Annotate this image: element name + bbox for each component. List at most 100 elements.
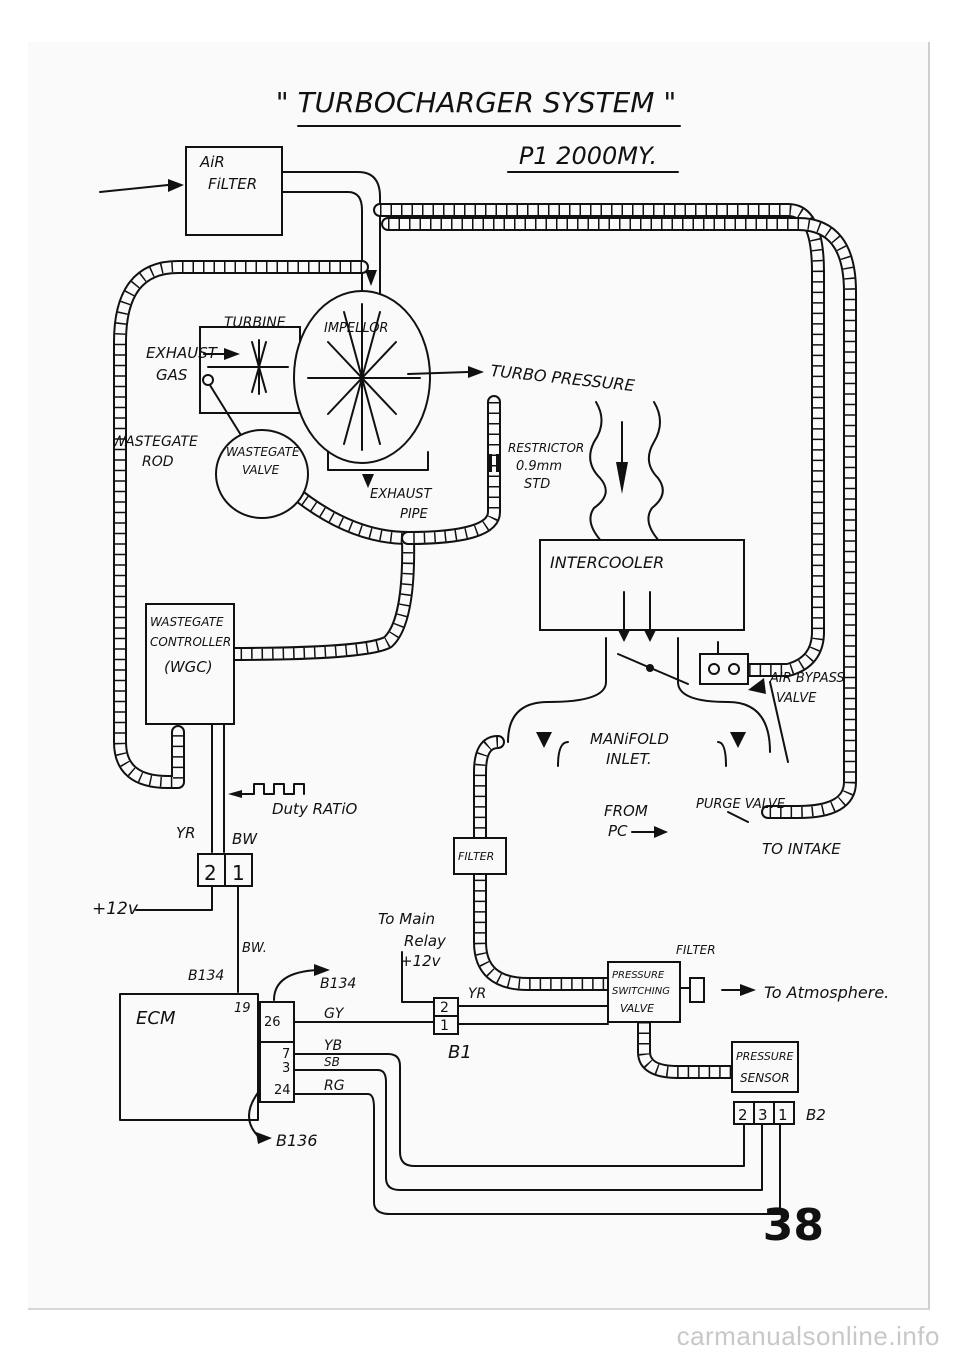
- wire-bw-top: BW: [232, 830, 258, 848]
- purge-valve: PURGE VALVE: [696, 797, 786, 823]
- relay-pin-2: 2: [440, 1000, 449, 1016]
- ecm-pin-7: 7: [282, 1047, 290, 1062]
- intercooler: INTERCOOLER: [539, 539, 745, 642]
- manifold-arrow-left-icon: [536, 732, 552, 748]
- turbine-housing: TURBINE: [199, 315, 301, 414]
- relay-label-3: +12v: [400, 952, 442, 970]
- hose-outer-to-intake: [381, 217, 857, 819]
- ecm-b134-right: B134: [320, 976, 356, 992]
- hose-filter-to-bypass: [373, 203, 825, 677]
- sensor-label-1: PRESSURE: [736, 1050, 793, 1063]
- hose-pc-filter: [473, 735, 615, 991]
- sensor-b2: B2: [806, 1106, 826, 1124]
- exhaust-gas-label: EXHAUST GAS: [146, 344, 240, 384]
- exhaust-arrow-icon: [224, 348, 240, 360]
- hose-restrictor: [401, 395, 501, 545]
- wastegate-valve-label-1: WASTEGATE: [226, 445, 300, 459]
- psv-label-2: SWITCHING: [612, 986, 670, 997]
- from-pc: FROM PC: [604, 802, 668, 840]
- manual-page: " TURBOCHARGER SYSTEM " P1 2000MY. AiR F…: [28, 42, 930, 1310]
- relay-yr: YR: [468, 986, 486, 1002]
- ecm-pin-19: 19: [234, 1001, 251, 1016]
- wastegate-rod-label-1: WASTEGATE: [112, 434, 198, 450]
- turbo-pressure-callout: TURBO PRESSURE: [407, 361, 637, 395]
- ecm-pin-26: 26: [264, 1015, 281, 1030]
- intercooler-arrow-icon: [618, 630, 630, 642]
- bypass-arrow-icon: [748, 678, 766, 694]
- ecm-pin-24: 24: [274, 1083, 291, 1098]
- diagram-subtitle: P1 2000MY.: [519, 142, 657, 170]
- psv-label-3: VALVE: [620, 1002, 654, 1015]
- connector-pin-1: 1: [232, 861, 245, 885]
- turbine-label: TURBINE: [224, 315, 286, 331]
- air-filter: AiR FiLTER: [185, 146, 283, 236]
- purge-valve-label: PURGE VALVE: [696, 797, 786, 812]
- hose-psv-to-sensor: [637, 1015, 739, 1079]
- hose-compressor-to-wgc: [113, 260, 369, 789]
- sensor-pin-3: 3: [758, 1106, 768, 1124]
- ecm-label: ECM: [136, 1008, 176, 1029]
- wire-rg: RG: [324, 1078, 345, 1094]
- wire-yb: YB: [324, 1038, 342, 1054]
- coil-hose-right: [647, 401, 664, 543]
- main-relay-feed: To Main Relay +12v 2 1 YR B1: [378, 910, 609, 1063]
- page-number: 38: [763, 1200, 824, 1251]
- manifold-inlet: MANiFOLD INLET.: [536, 730, 746, 768]
- wastegate-valve: WASTEGATE VALVE: [215, 429, 309, 519]
- ecm-pin-3: 3: [282, 1061, 290, 1076]
- intercooler-arrow-icon-2: [644, 630, 656, 642]
- exhaust-pipe-label-2: PIPE: [400, 507, 429, 522]
- to-intake-label: TO INTAKE: [762, 840, 841, 858]
- pressure-sensor: PRESSURE SENSOR 2 3 1 B2: [731, 1041, 826, 1125]
- svg-text:EXHAUST: EXHAUST: [146, 344, 219, 362]
- wgc-label-2: CONTROLLER: [150, 635, 231, 649]
- ecm-b136: B136: [276, 1131, 318, 1150]
- wire-gy: GY: [324, 1006, 345, 1022]
- exhaust-pipe: EXHAUST PIPE: [362, 474, 433, 522]
- pc-filter-label: FILTER: [458, 850, 494, 863]
- intake-arrow-icon: [365, 270, 377, 286]
- impeller-label: IMPELLOR: [324, 321, 388, 336]
- duty-ratio-label: Duty RATiO: [272, 800, 358, 818]
- psv-label-1: PRESSURE: [612, 970, 665, 981]
- connector-wgc: 2 1: [197, 853, 253, 887]
- from-pc-label-1: FROM: [604, 802, 648, 820]
- atmosphere-filter: FILTER To Atmosphere.: [676, 943, 889, 1003]
- air-filter-label-1: AiR: [199, 153, 225, 171]
- ecm-b134-left: B134: [188, 968, 224, 984]
- air-bypass-valve: AIR BYPASS VALVE: [699, 641, 845, 706]
- manifold-label-1: MANiFOLD: [590, 730, 669, 748]
- intercooler-label: INTERCOOLER: [550, 553, 664, 572]
- wgc-label-1: WASTEGATE: [150, 615, 224, 629]
- wastegate-rod-label-2: ROD: [142, 454, 174, 470]
- boost-down-arrow-icon: [616, 462, 628, 494]
- coil-hose-left: [589, 401, 607, 543]
- diagram-title: " TURBOCHARGER SYSTEM ": [276, 86, 676, 119]
- wire-plus12v: +12v: [92, 899, 139, 919]
- atmosphere-filter-label: FILTER: [676, 943, 716, 957]
- connector-pin-2: 2: [204, 861, 217, 885]
- b134-arrow-icon: [273, 969, 319, 1001]
- restrictor-label-1: RESTRICTOR: [508, 441, 584, 455]
- relay-pin-1: 1: [440, 1018, 449, 1034]
- restrictor-label-2: 0.9mm: [516, 459, 562, 474]
- turbo-pressure-label: TURBO PRESSURE: [490, 361, 637, 395]
- relay-label-1: To Main: [378, 910, 435, 928]
- turbocharger-wiring-diagram: " TURBOCHARGER SYSTEM " P1 2000MY. AiR F…: [92, 86, 889, 1251]
- duty-ratio: Duty RATiO: [228, 783, 358, 818]
- manifold-arrow-right-icon: [730, 732, 746, 748]
- restrictor: RESTRICTOR 0.9mm STD: [488, 441, 584, 492]
- air-bypass-label-1: AIR BYPASS: [769, 671, 845, 686]
- sensor-pin-1: 1: [778, 1106, 788, 1124]
- air-filter-label-2: FiLTER: [208, 175, 257, 193]
- relay-label-2: Relay: [404, 932, 447, 950]
- restrictor-label-3: STD: [524, 477, 550, 492]
- wastegate-valve-label-2: VALVE: [242, 463, 280, 477]
- wire-sb: SB: [324, 1055, 340, 1069]
- wgc-label-3: (WGC): [164, 658, 213, 676]
- to-atmosphere-label: To Atmosphere.: [764, 983, 889, 1002]
- manifold-label-2: INLET.: [606, 750, 652, 768]
- wastegate-controller: WASTEGATE CONTROLLER (WGC): [145, 603, 235, 725]
- svg-text:GAS: GAS: [156, 366, 188, 384]
- wire-yr-top: YR: [176, 824, 196, 842]
